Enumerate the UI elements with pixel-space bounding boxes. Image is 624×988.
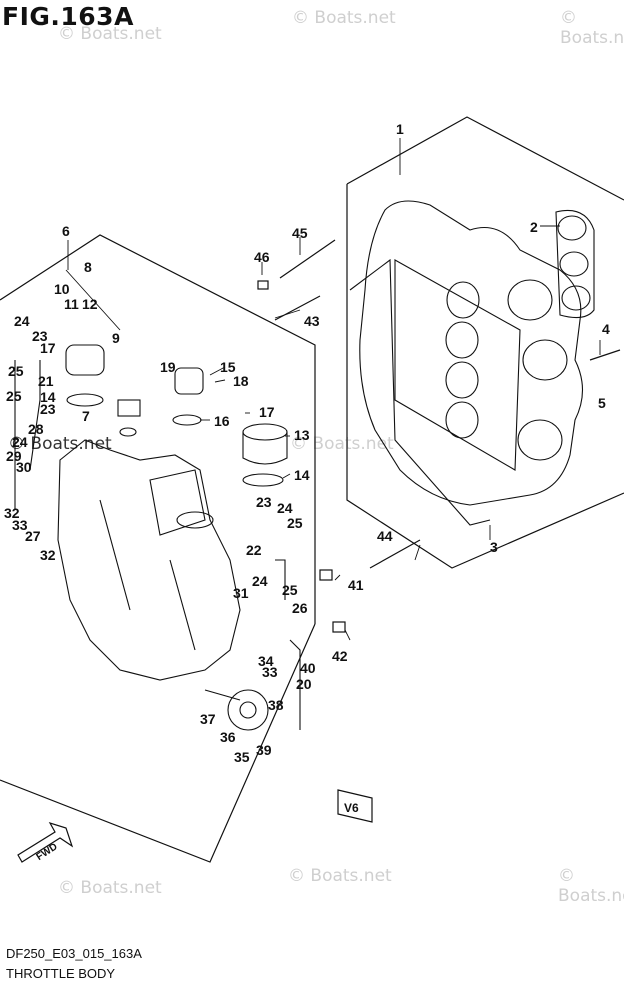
callout-label: 24 (12, 434, 28, 450)
panel-outline-right (346, 116, 624, 201)
callout-label: 45 (292, 225, 308, 241)
footer-section-name: THROTTLE BODY (6, 966, 116, 981)
callout-label: 41 (348, 577, 364, 593)
callout-label: 32 (40, 547, 56, 563)
callout-label: 14 (40, 389, 56, 405)
callout-label: 20 (296, 676, 312, 692)
watermark: © Boats.net (558, 866, 624, 906)
callout-label: 46 (254, 249, 270, 265)
callout-label: 14 (294, 467, 310, 483)
callout-label: 26 (292, 600, 308, 616)
watermark: © Boats.net (288, 866, 392, 886)
v6-badge (337, 789, 373, 823)
throttle-parts (14, 344, 301, 731)
callout-label: 12 (82, 296, 98, 312)
callout-label: 42 (332, 648, 348, 664)
callout-label: 4 (602, 321, 610, 337)
callout-label: 29 (6, 448, 22, 464)
callout-label: 23 (40, 401, 56, 417)
fwd-arrow (17, 821, 74, 863)
callout-label: 22 (246, 542, 262, 558)
callout-label: 38 (268, 697, 284, 713)
callout-label: 24 (252, 573, 268, 589)
callout-label: 16 (214, 413, 230, 429)
callout-label: 7 (82, 408, 90, 424)
callout-label: 37 (200, 711, 216, 727)
watermark: © Boats.net (58, 24, 162, 44)
callout-label: 9 (112, 330, 120, 346)
callout-label: 44 (377, 528, 393, 544)
callout-label: 10 (54, 281, 70, 297)
callout-label: 5 (598, 395, 606, 411)
callout-label: 31 (233, 585, 249, 601)
callout-label: 25 (6, 388, 22, 404)
footer-drawing-code: DF250_E03_015_163A (6, 946, 142, 961)
callout-label: 33 (12, 517, 28, 533)
panel-outline-left (0, 623, 316, 863)
callout-label: 17 (40, 340, 56, 356)
callout-label: 11 (64, 296, 79, 312)
callout-label: 25 (287, 515, 303, 531)
panel-outline-right (346, 184, 624, 569)
badge-label: V6 (344, 801, 359, 815)
callout-label: 18 (233, 373, 249, 389)
watermark: © Boats.net (290, 434, 394, 454)
callout-label: 23 (32, 328, 48, 344)
callout-label: 23 (256, 494, 272, 510)
callout-label: 24 (14, 313, 30, 329)
callout-label: 21 (38, 373, 54, 389)
watermark: © Boats.net (58, 878, 162, 898)
callout-label: 15 (220, 359, 236, 375)
intake-manifold (349, 200, 583, 526)
callout-label: 17 (259, 404, 275, 420)
callout-label: 40 (300, 660, 316, 676)
callout-label: 33 (262, 664, 278, 680)
intake-silencer (57, 439, 241, 681)
callout-label: 2 (530, 219, 538, 235)
callout-label: 1 (396, 121, 404, 137)
callout-label: 27 (25, 528, 41, 544)
callout-label: 36 (220, 729, 236, 745)
callout-label: 19 (160, 359, 176, 375)
bolts (257, 239, 621, 633)
callout-label: 3 (490, 539, 498, 555)
callout-label: 35 (234, 749, 250, 765)
callout-label: 13 (294, 427, 310, 443)
callout-label: 24 (277, 500, 293, 516)
callout-label: 25 (8, 363, 24, 379)
callout-label: 8 (84, 259, 92, 275)
watermark: © Boats.net (292, 8, 396, 28)
callout-label: 43 (304, 313, 320, 329)
callout-label: 25 (282, 582, 298, 598)
callout-label: 30 (16, 459, 32, 475)
gasket (555, 209, 595, 319)
figure-title: FIG.163A (2, 2, 134, 31)
leader-lines (65, 138, 601, 641)
watermark: © Boats.net (560, 8, 624, 48)
callout-label: 34 (258, 653, 274, 669)
callout-label: 28 (28, 421, 44, 437)
panel-outline-left (0, 234, 316, 624)
callout-label: 39 (256, 742, 272, 758)
callout-label: 32 (4, 505, 20, 521)
callouts: 1 2 3 4 5 6 7 8 9 10 11 12 13 14 14 15 1… (4, 121, 610, 765)
callout-label: 6 (62, 223, 70, 239)
